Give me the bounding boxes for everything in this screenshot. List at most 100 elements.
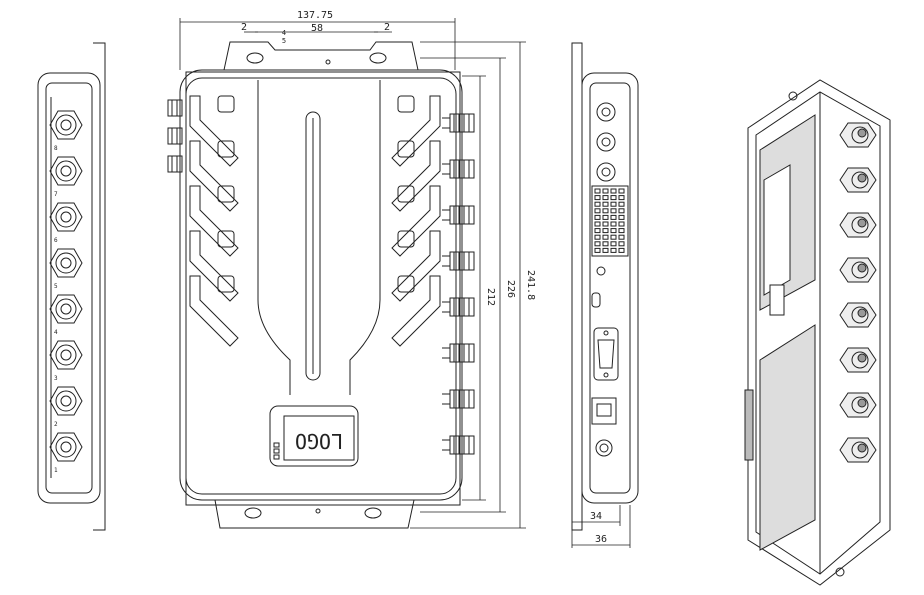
terminal-pin — [618, 228, 625, 234]
iso-antenna-ring — [851, 441, 869, 459]
dim-label-overall-width: 137.75 — [297, 10, 333, 21]
port-label: 4 — [54, 329, 58, 336]
cooling-fin — [189, 185, 239, 257]
terminal-pin — [610, 188, 617, 194]
iso-mount-hole — [788, 91, 798, 101]
fin-notch — [397, 230, 415, 248]
logo-frame — [269, 405, 359, 467]
iso-mount-hole — [835, 567, 845, 577]
terminal-pin — [610, 234, 617, 240]
port-ring — [55, 390, 77, 412]
port-hex-nut — [49, 432, 83, 462]
side-stud — [167, 155, 183, 173]
terminal-pin — [610, 201, 617, 207]
port-ring — [55, 114, 77, 136]
left-side-flange — [93, 42, 106, 531]
port-hex-nut — [49, 294, 83, 324]
antenna-connector-group — [442, 113, 475, 455]
iso-antenna-tip — [857, 218, 867, 228]
terminal-pin — [594, 208, 601, 214]
led-indicator — [273, 454, 280, 460]
serial-port-frame — [593, 327, 619, 381]
port-label: 2 — [54, 421, 58, 428]
cooling-fin — [189, 230, 239, 302]
fin-notch — [217, 230, 235, 248]
front-view: LOGO — [167, 41, 475, 529]
port-ring — [55, 344, 77, 366]
led-indicator — [273, 448, 280, 454]
port-hex-nut — [49, 386, 83, 416]
terminal-pin — [610, 221, 617, 227]
usb-port — [591, 292, 601, 308]
dim-label-offset-left: 2 — [241, 22, 247, 33]
port-label: 6 — [54, 237, 58, 244]
serial-port-connector — [597, 339, 615, 369]
serial-port-screw — [603, 330, 609, 336]
left-side-inner — [45, 82, 93, 494]
bottom-mount-hole-right — [364, 507, 382, 519]
sma-connector — [596, 132, 616, 152]
terminal-pin — [610, 195, 617, 201]
terminal-pin — [618, 195, 625, 201]
iso-antenna-tip — [857, 398, 867, 408]
fin-notch — [397, 95, 415, 113]
port-hex-nut — [49, 156, 83, 186]
terminal-pin — [594, 234, 601, 240]
left-side-outline — [37, 72, 101, 504]
terminal-pin — [602, 188, 609, 194]
terminal-pin — [610, 228, 617, 234]
cooling-fin — [391, 95, 441, 167]
terminal-pin — [618, 247, 625, 253]
port-label: 5 — [54, 283, 58, 290]
terminal-pin — [618, 188, 625, 194]
right-side-inner — [589, 82, 631, 494]
port-hex-nut — [49, 248, 83, 278]
cooling-fin — [391, 230, 441, 302]
port-center — [60, 211, 72, 223]
left-fin-group — [189, 95, 239, 347]
ethernet-port — [591, 397, 617, 425]
front-contour-right — [349, 80, 381, 395]
iso-antenna-tip — [857, 263, 867, 273]
top-mount-bracket — [223, 41, 419, 71]
terminal-pin — [618, 208, 625, 214]
top-mount-hole-left — [246, 52, 264, 64]
side-stud — [167, 127, 183, 145]
dim-label-hole-spacing: 58 — [311, 23, 323, 34]
bottom-mount-hole-left — [244, 507, 262, 519]
iso-antenna-ring — [851, 171, 869, 189]
antenna-connector-body — [449, 435, 475, 455]
port-hex-nut — [49, 202, 83, 232]
terminal-pin — [594, 228, 601, 234]
terminal-pin — [618, 241, 625, 247]
left-port-group — [49, 110, 83, 462]
port-ring — [55, 298, 77, 320]
port-center — [60, 303, 72, 315]
terminal-pin — [618, 221, 625, 227]
cooling-fin — [391, 185, 441, 257]
sma-pin — [601, 137, 611, 147]
isometric-view — [744, 79, 891, 586]
cooling-fin — [391, 140, 441, 212]
right-side-outline — [581, 72, 639, 504]
dim-label-small-b: 5 — [282, 37, 286, 45]
ethernet-port-jack — [596, 403, 612, 417]
port-center — [60, 395, 72, 407]
port-hex-nut — [49, 340, 83, 370]
iso-antenna-ring — [851, 216, 869, 234]
power-port — [595, 439, 613, 457]
iso-antenna-ring — [851, 126, 869, 144]
iso-heatsink-lower — [759, 324, 816, 551]
front-contour-left — [257, 80, 291, 395]
right-side-view — [571, 42, 639, 531]
left-stud-group — [167, 99, 183, 173]
port-center — [60, 257, 72, 269]
terminal-pin — [610, 214, 617, 220]
logo-plate — [283, 415, 355, 461]
terminal-pin — [602, 208, 609, 214]
fin-notch — [217, 95, 235, 113]
iso-antenna-tip — [857, 443, 867, 453]
cooling-fin — [391, 275, 441, 347]
